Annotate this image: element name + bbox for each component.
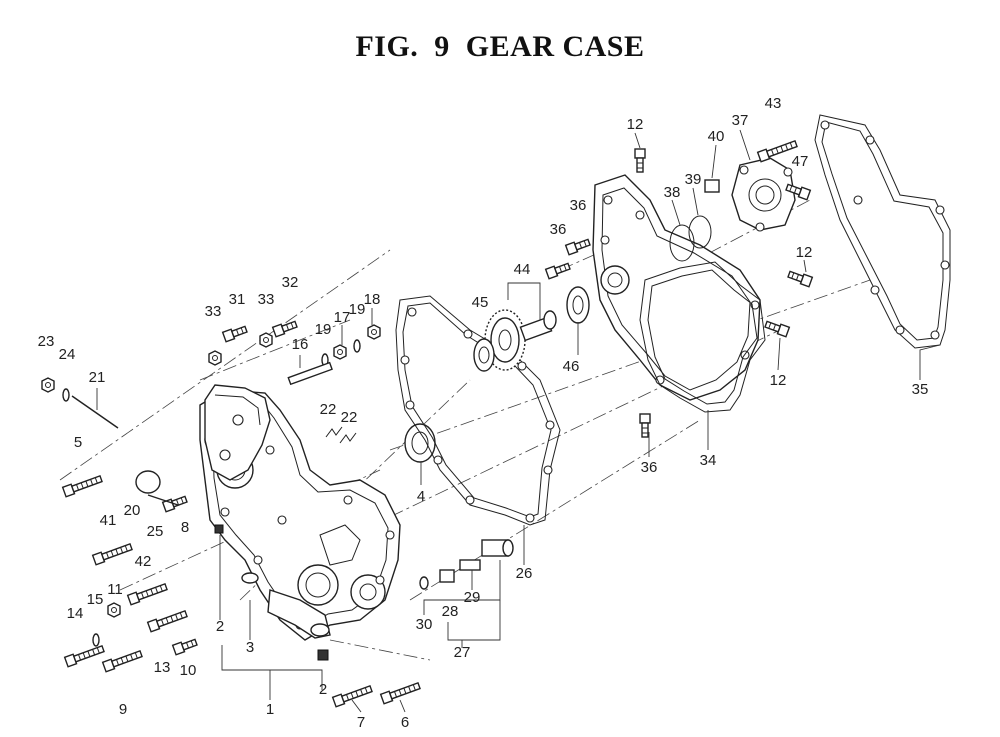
- callout-c12b: 12: [796, 244, 813, 261]
- callout-c29: 29: [464, 589, 481, 606]
- callout-c28: 28: [442, 603, 459, 620]
- callout-c36c: 36: [641, 459, 658, 476]
- callout-c37: 37: [732, 112, 749, 129]
- callout-c31: 31: [229, 291, 246, 308]
- callout-c7: 7: [357, 714, 365, 731]
- gear-case-cover: [592, 174, 761, 401]
- figure-title: FIG. 9 GEAR CASE: [355, 30, 645, 63]
- callout-c24: 24: [59, 346, 76, 363]
- callout-c20: 20: [124, 502, 141, 519]
- callout-c38: 38: [664, 184, 681, 201]
- callout-c47: 47: [792, 153, 809, 170]
- callout-c45: 45: [472, 294, 489, 311]
- gasket-34: [639, 261, 766, 413]
- callout-c18: 18: [364, 291, 381, 308]
- callout-c32: 32: [282, 274, 299, 291]
- callout-c5: 5: [74, 434, 82, 451]
- callout-c25: 25: [147, 523, 164, 540]
- callout-c41: 41: [100, 512, 117, 529]
- callout-c26: 26: [516, 565, 533, 582]
- fasteners: [41, 138, 814, 708]
- callout-c10: 10: [180, 662, 197, 679]
- callout-c12a: 12: [627, 116, 644, 133]
- callout-c2b: 2: [319, 681, 327, 698]
- gasket-35: [814, 114, 951, 349]
- callout-c30: 30: [416, 616, 433, 633]
- callout-c17: 17: [334, 309, 351, 326]
- callout-c8: 8: [181, 519, 189, 536]
- callout-c27: 27: [454, 644, 471, 661]
- callout-c43: 43: [765, 95, 782, 112]
- callout-c33b: 33: [258, 291, 275, 308]
- callout-labels: 1223456789101112121213141516171819192021…: [38, 95, 929, 731]
- callout-c21: 21: [89, 369, 106, 386]
- callout-c2a: 2: [216, 618, 224, 635]
- callout-c19b: 19: [349, 301, 366, 318]
- callout-c40: 40: [708, 128, 725, 145]
- callout-c22a: 22: [320, 401, 337, 418]
- callout-c3: 3: [246, 639, 254, 656]
- callout-c23: 23: [38, 333, 55, 350]
- callout-c9: 9: [119, 701, 127, 718]
- callout-c42: 42: [135, 553, 152, 570]
- callout-c1: 1: [266, 701, 274, 718]
- callout-c15: 15: [87, 591, 104, 608]
- leader-lines: [96, 129, 941, 713]
- oil-seal: [404, 423, 436, 463]
- callout-c12c: 12: [770, 372, 787, 389]
- callout-c46: 46: [563, 358, 580, 375]
- pump-housing: [669, 157, 796, 262]
- callout-c36b: 36: [550, 221, 567, 238]
- callout-c16: 16: [292, 336, 309, 353]
- callout-c35: 35: [912, 381, 929, 398]
- upper-bracket: [204, 384, 271, 481]
- relief-valve: [419, 539, 514, 590]
- callout-c6: 6: [401, 714, 409, 731]
- idler-gear: [473, 286, 590, 372]
- callout-c39: 39: [685, 171, 702, 188]
- callout-c13: 13: [154, 659, 171, 676]
- callout-c34: 34: [700, 452, 717, 469]
- callout-c11: 11: [107, 581, 123, 598]
- callout-c36a: 36: [570, 197, 587, 214]
- callout-c19a: 19: [315, 321, 332, 338]
- callout-c33a: 33: [205, 303, 222, 320]
- callout-c14: 14: [67, 605, 84, 622]
- callout-c4: 4: [417, 488, 425, 505]
- callout-c22b: 22: [341, 409, 358, 426]
- callout-c44: 44: [514, 261, 531, 278]
